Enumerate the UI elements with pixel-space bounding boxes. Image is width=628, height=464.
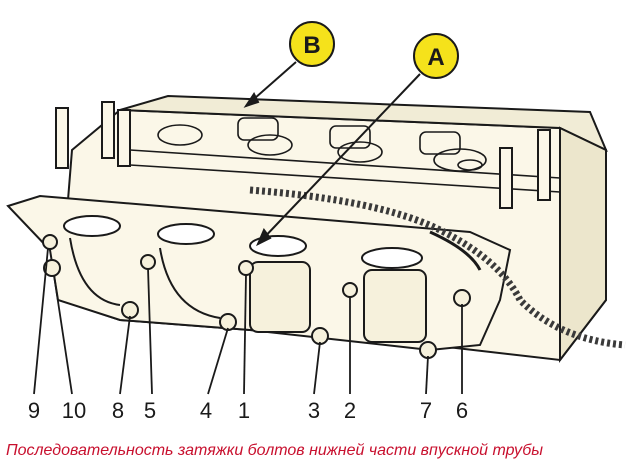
- bolt-label: 8: [112, 398, 124, 423]
- camshaft-details: [129, 117, 561, 193]
- bolt-9: [42, 234, 58, 250]
- callout-b: B: [289, 21, 335, 67]
- engine-diagram: B A 9 10 8 5 4 1 3 2 7 6: [6, 21, 626, 423]
- bolt-label: 7: [420, 398, 432, 423]
- bolt-2: [342, 282, 358, 298]
- bolts: [42, 234, 471, 359]
- leader-lines: [33, 247, 463, 395]
- bolt-label: 9: [28, 398, 40, 423]
- bolt-6: [453, 289, 471, 307]
- bolt-1: [238, 260, 254, 276]
- figure-caption: Последовательность затяжки болтов нижней…: [6, 442, 544, 459]
- studs: [55, 101, 551, 209]
- bolt-4: [219, 313, 237, 331]
- bolt-label: 3: [308, 398, 320, 423]
- bolt-label: 6: [456, 398, 468, 423]
- bolt-label: 1: [238, 398, 250, 423]
- bolt-label: 2: [344, 398, 356, 423]
- callout-a: A: [413, 33, 459, 79]
- bolt-7: [419, 341, 437, 359]
- bolt-label: 10: [62, 398, 86, 423]
- bolt-label: 4: [200, 398, 212, 423]
- callout-arrows: [243, 61, 421, 247]
- bolt-number-labels: 9 10 8 5 4 1 3 2 7 6: [28, 398, 468, 423]
- bolt-3: [311, 327, 329, 345]
- callout-a-label: A: [427, 44, 444, 71]
- bolt-10: [43, 259, 61, 277]
- bolt-8: [121, 301, 139, 319]
- bolt-label: 5: [144, 398, 156, 423]
- wiring-harness: [249, 186, 626, 349]
- bolt-5: [140, 254, 156, 270]
- callout-b-label: B: [303, 32, 320, 59]
